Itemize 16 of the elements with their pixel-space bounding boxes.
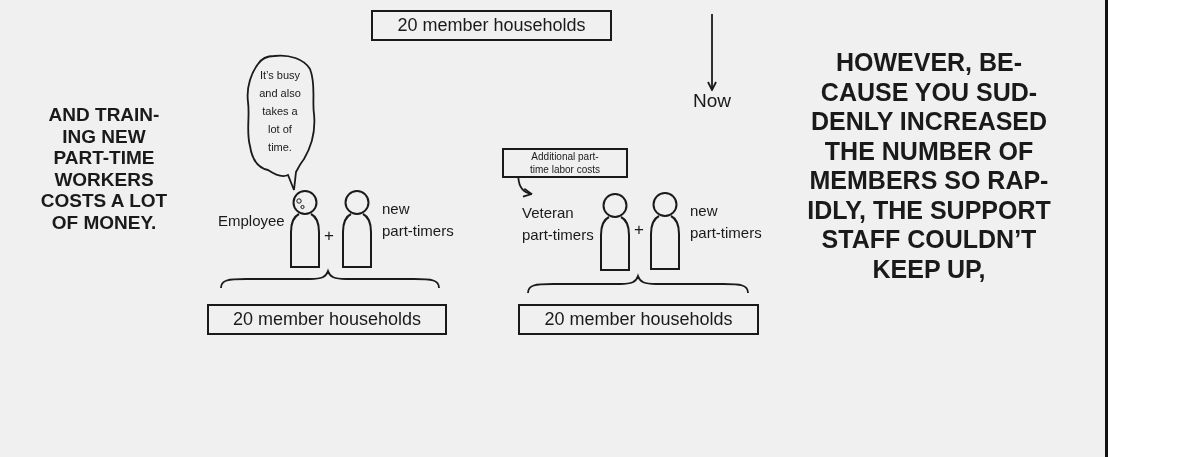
figure-label: Veteran part-timers — [522, 203, 594, 245]
figure-label: Employee — [218, 211, 285, 231]
plus-sign: + — [324, 226, 334, 246]
arrow — [707, 13, 717, 91]
text-box: 20 member households — [371, 10, 612, 41]
narration-text: HOWEVER, BE- CAUSE YOU SUD- DENLY INCREASED THE NUMBER OF MEMBERS SO RAP- IDLY, THE SUPPORT STAFF COULDN’T KEEP UP, — [807, 48, 1051, 284]
narration-text: AND TRAIN- ING NEW PART-TIME WORKERS COSTS A LOT OF MONEY. — [40, 104, 168, 233]
caption-text: Now — [693, 90, 731, 112]
figure-label: new part-timers — [382, 199, 454, 241]
plus-sign: + — [634, 220, 644, 240]
text-box: 20 member households — [518, 304, 759, 335]
figure-label: new part-timers — [690, 201, 762, 243]
note-box: Additional part- time labor costs — [502, 148, 628, 178]
text-box: 20 member households — [207, 304, 447, 335]
bubble-text: It’s busy and also takes a lot of time. — [258, 68, 302, 155]
arrow — [517, 177, 533, 198]
